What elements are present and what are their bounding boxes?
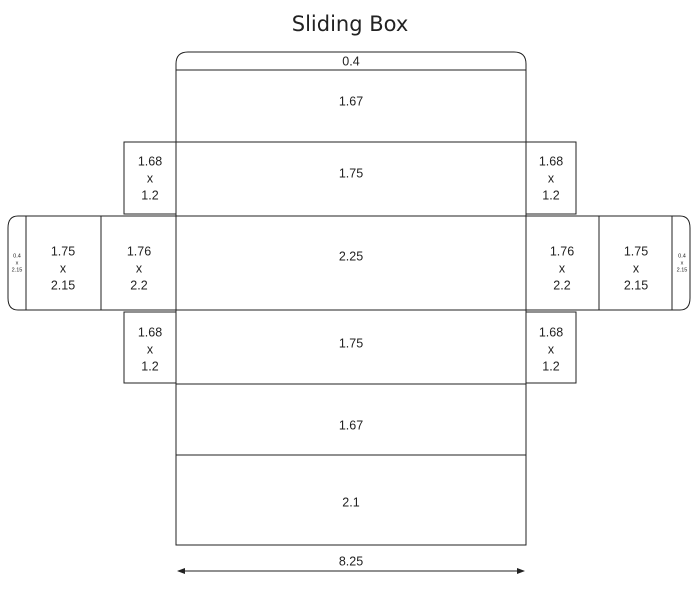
end-tab-left-line3: 2.15 [12,267,23,273]
panel-6-label: 2.1 [342,495,359,509]
top-tab [175,51,527,71]
flap-ml-line3: 2.2 [130,278,147,292]
panel-3-label: 2.25 [339,249,363,263]
flap-ur-line3: 1.2 [542,188,559,202]
end-tab-left-line2: x [16,260,19,266]
end-tab-right-line2: x [681,260,684,266]
end-tab-right [671,215,691,311]
flap-mr-line3: 2.2 [553,278,570,292]
panel-5-label: 1.67 [339,418,363,432]
flap-ol-line3: 2.15 [51,278,75,292]
flap-small-upper-right [525,141,577,215]
flap-ol-line1: 1.75 [51,244,75,258]
flap-ll-line3: 1.2 [141,359,158,373]
panel-6 [175,454,527,546]
end-tab-left-line1: 0.4 [13,253,21,259]
flap-ur-line1: 1.68 [539,154,563,168]
flap-or-line1: 1.75 [624,244,648,258]
flap-ml-line2: x [136,261,143,275]
top-tab-label: 0.4 [342,54,359,68]
flap-ll-line2: x [147,342,154,356]
flap-outer-left [25,215,102,311]
flap-mid-right [525,215,600,311]
flap-mid-left [100,215,177,311]
flap-mr-line2: x [559,261,566,275]
flap-or-line2: x [633,261,640,275]
end-tab-right-line1: 0.4 [678,253,686,259]
flap-ur-line2: x [548,171,555,185]
flap-ul-line1: 1.68 [138,154,162,168]
panel-5 [175,383,527,456]
flap-ol-line2: x [60,261,67,275]
flap-ml-line1: 1.76 [127,244,151,258]
panel-4-label: 1.75 [339,336,363,350]
diagram-title: Sliding Box [291,12,409,36]
flap-or-line3: 2.15 [624,278,648,292]
flap-mr-line1: 1.76 [550,244,574,258]
flap-lr-line3: 1.2 [542,359,559,373]
end-tab-left [7,215,27,311]
flap-lr-line1: 1.68 [539,325,563,339]
flap-ul-line3: 1.2 [141,188,158,202]
flap-outer-right [598,215,673,311]
flap-small-upper-left [123,141,177,215]
panel-1 [175,69,527,143]
flap-small-lower-right [525,311,577,384]
width-dimension-label: 8.25 [339,554,363,568]
end-tab-right-line3: 2.15 [677,267,688,273]
flap-small-lower-left [123,311,177,384]
panel-1-label: 1.67 [339,94,363,108]
flap-lr-line2: x [548,342,555,356]
panel-2 [175,141,527,217]
panel-2-label: 1.75 [339,166,363,180]
flap-ll-line1: 1.68 [138,325,162,339]
flap-ul-line2: x [147,171,154,185]
